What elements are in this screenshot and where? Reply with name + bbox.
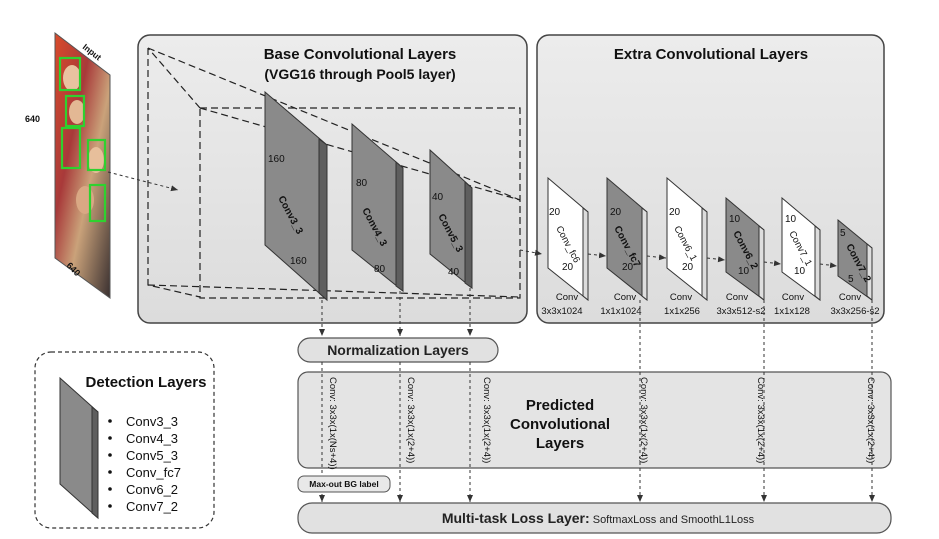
conv6-1-bottom-dim: 20: [682, 262, 694, 273]
extra-conv-panel: [536, 34, 885, 324]
input-image: [54, 31, 111, 299]
conv6-2-bottom-dim: 10: [738, 266, 750, 277]
conv6-1-top-dim: 20: [669, 207, 681, 218]
predicted-conv-panel: [297, 371, 892, 469]
base-to-extra-arrow: [519, 249, 543, 256]
pred-spec-conv4-3: Conv: 3x3x(1x(2+4)): [405, 377, 416, 463]
extra-layer-conv7-2: [837, 218, 873, 302]
pred-spec-conv6-2: Conv: 3x3x(1x(2+4)): [755, 377, 766, 463]
conv-fc6-top-dim: 20: [549, 207, 561, 218]
input-arrow: [107, 171, 179, 192]
input-height-label: 640: [25, 114, 40, 124]
detection-box: [58, 56, 82, 92]
conv7-2-bottom-dim: 5: [848, 274, 854, 285]
conv-fc7-top-dim: 20: [610, 207, 622, 218]
extra-layer-conv6-2: [725, 196, 765, 302]
detection-item: Conv7_2: [126, 499, 178, 514]
extra-layer-conv-fc7: [606, 176, 648, 302]
conv7-2-conv: Conv: [839, 292, 861, 303]
face-4: [76, 186, 94, 214]
conv6-2-top-dim: 10: [729, 214, 741, 225]
detection-legend-slab: [59, 376, 99, 520]
conv-fc6-conv: Conv: [556, 292, 578, 303]
face-2: [69, 100, 85, 124]
detection-box: [86, 138, 107, 172]
detection-title: Detection Layers: [86, 374, 207, 391]
conv7-2-top-dim: 5: [840, 228, 846, 239]
conv5-3-top-dim: 40: [432, 192, 444, 203]
maxout-bg-label: Max-out BG label: [309, 479, 378, 489]
conv7-2-spec: 3x3x256-s2: [830, 306, 879, 317]
extra-layer-conv7-1: [781, 196, 821, 302]
conv-fc7-conv: Conv: [614, 292, 636, 303]
base-layer-conv4-3: [351, 122, 404, 293]
loss-label-bold: Multi-task Loss Layer:: [442, 510, 590, 526]
predicted-title-line-1: Predicted: [526, 397, 594, 414]
conv3-3-top-dim: 160: [268, 154, 285, 165]
base-layer-conv3-3: [264, 90, 328, 302]
detection-list: Conv3_3 Conv4_3 Conv5_3 Conv_fc7 Conv6_2…: [108, 414, 181, 514]
detection-item: Conv6_2: [126, 482, 178, 497]
pred-spec-conv3-3: Conv: 3x3x(1x(Ns+4)): [327, 377, 338, 470]
face-1: [63, 65, 81, 91]
conv6-2-spec: 3x3x512-s2: [716, 306, 765, 317]
multi-task-loss-bar: [297, 502, 892, 534]
conv-fc6-bottom-dim: 20: [562, 262, 574, 273]
detection-item: Conv3_3: [126, 414, 178, 429]
conv7-1-spec: 1x1x128: [774, 306, 810, 317]
extra-layer-conv6-1: [666, 176, 708, 302]
pred-spec-conv5-3: Conv: 3x3x(1x(2+4)): [481, 377, 492, 463]
normalization-layers-bar: [297, 337, 499, 363]
loss-label-rest: SoftmaxLoss and SmoothL1Loss: [590, 514, 755, 526]
predicted-title-line-3: Layers: [536, 435, 584, 452]
conv7-1-top-dim: 10: [785, 214, 797, 225]
loss-label: Multi-task Loss Layer: SoftmaxLoss and S…: [442, 510, 755, 526]
detection-box: [64, 94, 86, 128]
conv6-1-conv: Conv: [670, 292, 692, 303]
conv7-1-bottom-dim: 10: [794, 266, 806, 277]
conv-fc7-spec: 1x1x1024: [600, 306, 641, 317]
base-layer-conv5-3: [429, 148, 473, 290]
conv4-3-bottom-dim: 80: [374, 264, 386, 275]
normalization-label: Normalization Layers: [327, 342, 469, 358]
detection-item: Conv5_3: [126, 448, 178, 463]
conv6-1-spec: 1x1x256: [664, 306, 700, 317]
conv5-3-bottom-dim: 40: [448, 267, 460, 278]
predicted-title-line-2: Convolutional: [510, 416, 610, 433]
base-subtitle: (VGG16 through Pool5 layer): [264, 66, 455, 82]
conv-fc7-bottom-dim: 20: [622, 262, 634, 273]
conv7-1-conv: Conv: [782, 292, 804, 303]
base-title: Base Convolutional Layers: [264, 46, 457, 63]
face-3: [88, 147, 104, 173]
conv3-3-bottom-dim: 160: [290, 256, 307, 267]
pred-spec-conv7-2: Conv: 3x3x(1x(2+4)): [865, 377, 876, 463]
pred-spec-conv-fc7: Conv: 3x3x(1x(2+4)): [638, 377, 649, 463]
extra-connectors: [587, 252, 838, 269]
conv4-3-top-dim: 80: [356, 178, 368, 189]
conv6-2-conv: Conv: [726, 292, 748, 303]
extra-layer-conv-fc6: [547, 176, 589, 302]
detection-item: Conv_fc7: [126, 465, 181, 480]
maxout-bg-label-box: [297, 475, 391, 493]
detection-box: [88, 183, 107, 223]
extra-title: Extra Convolutional Layers: [614, 46, 808, 63]
input-image-group: Input 640 640: [25, 31, 111, 299]
detection-item: Conv4_3: [126, 431, 178, 446]
conv-fc6-spec: 3x3x1024: [541, 306, 582, 317]
detection-box: [60, 126, 82, 170]
